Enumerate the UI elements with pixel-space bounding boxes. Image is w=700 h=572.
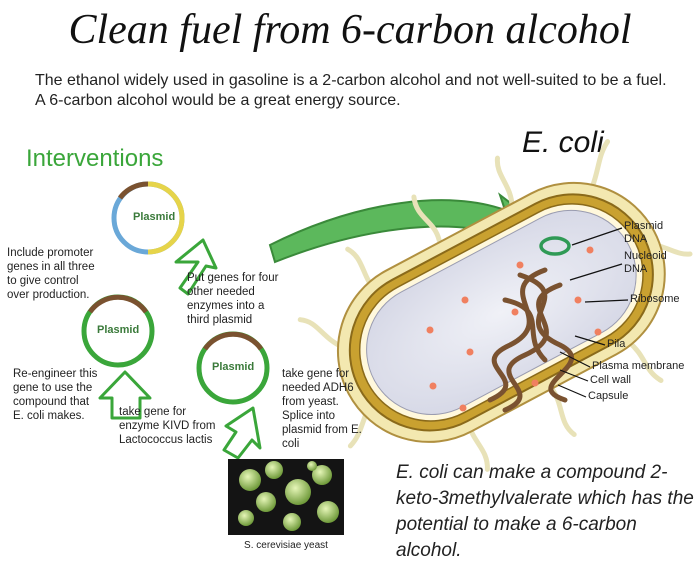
plasmid-right-label: Plasmid [212,361,255,373]
label-plasmid-dna: Plasmid DNA [624,220,664,245]
intro-text: The ethanol widely used in gasoline is a… [35,72,667,109]
nucleoid-dna [487,267,575,413]
yeast-caption: S. cerevisiae yeast [244,540,328,551]
yeast-micrograph [228,459,344,535]
label-capsule: Capsule [588,390,629,402]
conclusion-text: E. coli can make a compound 2-keto-3meth… [396,462,694,561]
plasmid-top-label: Plasmid [133,211,176,223]
label-nucleoid-dna: Nucleoid DNA [624,250,667,275]
plasmid-left-label: Plasmid [97,324,140,336]
note-promoter: Include promoter genes in all three to g… [7,247,95,301]
label-ribosome: Ribosome [630,293,680,305]
plasmid-top [111,181,185,255]
note-kivd: take gene for enzyme KIVD from Lactococc… [119,406,216,446]
ribosomes [426,246,602,412]
note-adh6: take gene for needed ADH6 from yeast. Sp… [282,368,362,450]
ecoli-cell [297,139,693,472]
label-pila: Pila [607,338,626,350]
plasmid-left [81,294,155,368]
outline-arrows [98,238,262,460]
cytoplasm [366,209,637,416]
interventions-heading: Interventions [26,145,164,172]
label-cell-wall: Cell wall [590,374,631,386]
plasmid-right [196,331,270,405]
note-third-plasmid: Put genes for four other needed enzymes … [187,272,279,326]
label-plasma-membrane: Plasma membrane [592,360,685,372]
label-leaders [557,227,629,398]
cell-plasmid [539,236,571,256]
page-title: Clean fuel from 6-carbon alcohol [68,7,632,53]
ecoli-title: E. coli [522,126,604,159]
note-reengineer: Re-engineer this gene to use the compoun… [13,368,98,422]
